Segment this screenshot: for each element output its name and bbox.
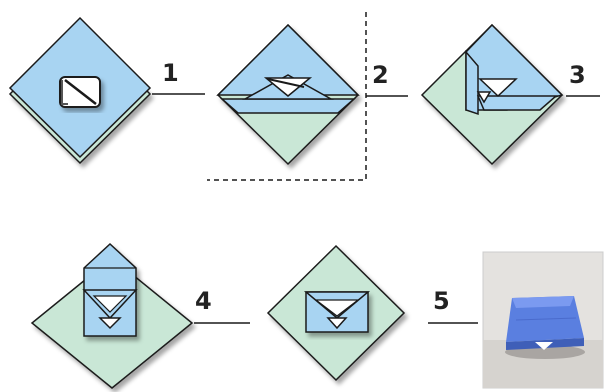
step-3-label: 3	[569, 61, 586, 89]
step-3-figure	[420, 23, 564, 166]
step-1-figure	[8, 16, 152, 165]
step-2-figure	[216, 23, 360, 166]
step-5-label: 5	[433, 287, 450, 315]
step-1-label: 1	[162, 59, 179, 87]
step-5-figure	[266, 244, 406, 382]
packet-icon	[59, 76, 101, 108]
step-4-figure	[30, 242, 194, 389]
step-4-label: 4	[195, 287, 212, 315]
step-2-label: 2	[372, 61, 389, 89]
fold-guide-dashed	[207, 12, 367, 181]
finished-pack-photo	[482, 251, 604, 389]
